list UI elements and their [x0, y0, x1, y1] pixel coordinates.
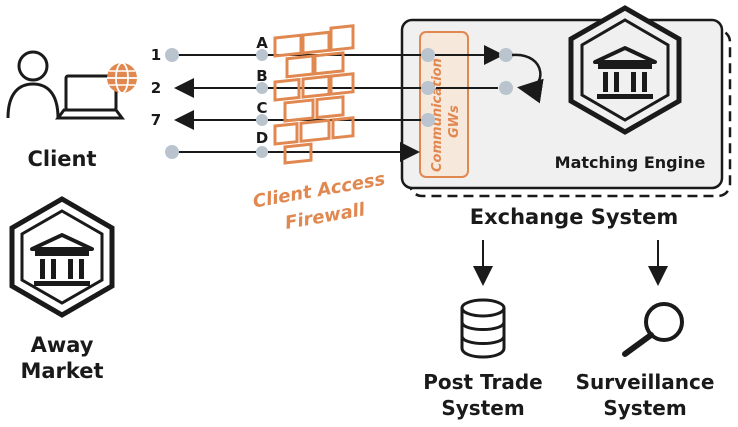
flow-number-7: 7 [151, 111, 161, 129]
flow-letter-b: B [256, 67, 267, 85]
person-icon [6, 50, 60, 119]
flow-letter-a: A [256, 34, 268, 52]
brick-wall-icon [273, 24, 355, 165]
away-market-label-1: Away [31, 333, 94, 357]
matching-engine-icon [568, 5, 682, 135]
globe-icon [107, 62, 137, 94]
magnifier-icon [622, 302, 684, 357]
flow-letter-c: C [256, 99, 267, 117]
flow-number-1: 1 [151, 46, 161, 64]
away-market-label-2: Market [20, 359, 103, 383]
database-icon [460, 298, 506, 359]
surveillance-label-2: System [603, 396, 686, 420]
laptop-icon [55, 74, 125, 120]
flow-letter-d: D [256, 129, 268, 147]
client-label: Client [27, 147, 96, 171]
comm-gw-label-2: GWs [447, 105, 462, 138]
post-trade-label-1: Post Trade [423, 370, 543, 394]
away-market-icon [9, 196, 115, 318]
flow-number-2: 2 [151, 79, 161, 97]
post-trade-label-2: System [441, 396, 524, 420]
surveillance-label-1: Surveillance [576, 370, 715, 394]
matching-engine-label: Matching Engine [555, 153, 706, 172]
communication-gws-box [419, 31, 469, 178]
firewall-label-1: Client Access [251, 169, 387, 213]
exchange-system-label: Exchange System [470, 205, 678, 229]
